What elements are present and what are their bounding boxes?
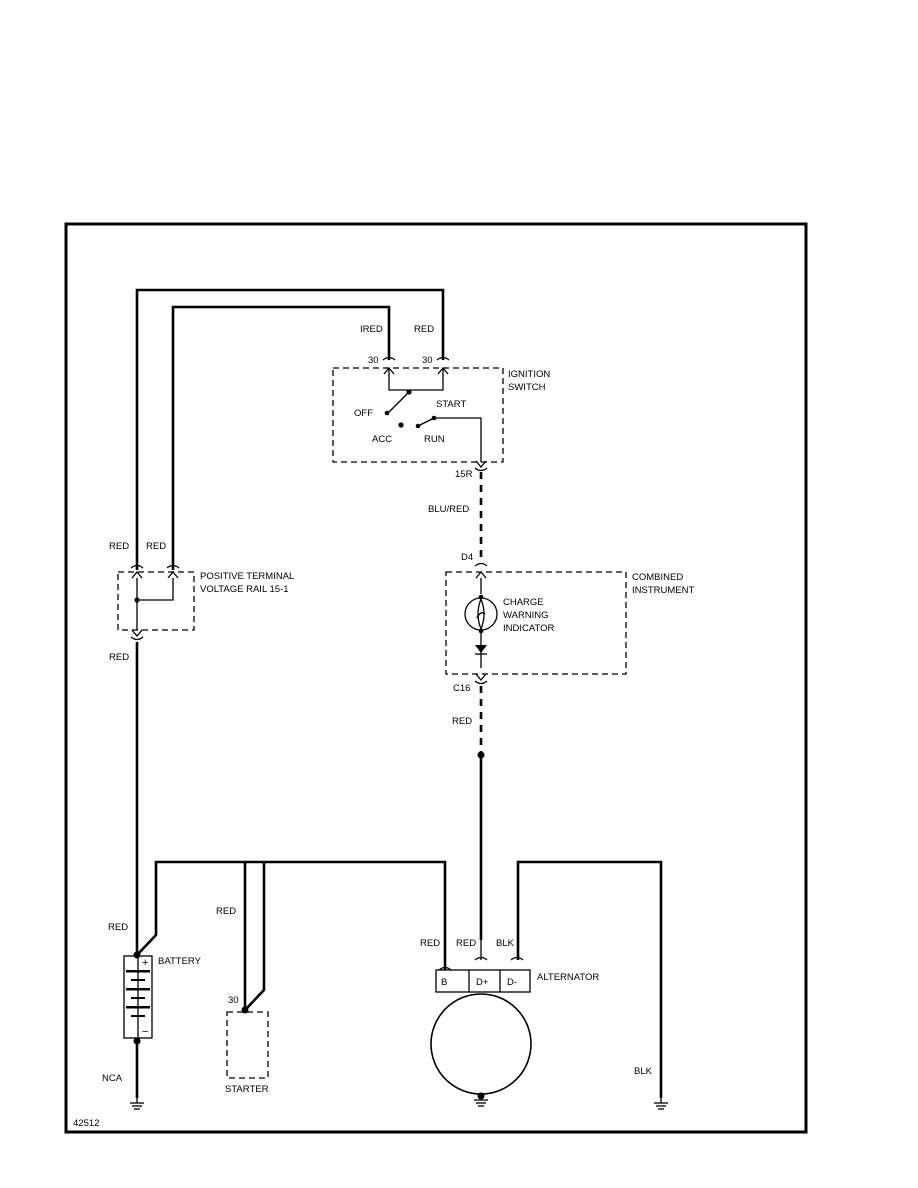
alt-pin-dminus: D- <box>507 977 517 988</box>
battery-name: BATTERY <box>158 956 202 967</box>
starter-box <box>226 1011 269 1079</box>
voltage-rail: RED RED POSITIVE TERMINAL VOLTAGE RAIL 1… <box>109 541 294 641</box>
starter-name: STARTER <box>225 1084 269 1095</box>
ground-symbol-battery <box>130 1098 144 1110</box>
charge-indicator-label-3: INDICATOR <box>503 623 555 634</box>
feed-wires-top <box>135 288 445 570</box>
wire-label-rail-in-b: RED <box>146 541 166 552</box>
wire-label-battery-pos: RED <box>108 922 128 933</box>
ign-pos-acc: ACC <box>372 434 392 445</box>
battery-plus: + <box>142 957 148 969</box>
wire-label-starter-feed: RED <box>216 906 236 917</box>
wire-label-rail-out: RED <box>109 652 129 663</box>
wire-label-ign-in-a: IRED <box>360 324 383 335</box>
alternator-body <box>430 993 532 1095</box>
wire-label-ign-in-b: RED <box>414 324 434 335</box>
battery-minus: − <box>142 1026 148 1038</box>
ignition-switch-box <box>332 367 504 463</box>
alt-pin-b: B <box>441 977 447 988</box>
charge-warning-lamp <box>464 597 498 631</box>
diagram-frame <box>64 222 808 1134</box>
ign-switch-name-2: SWITCH <box>508 382 546 393</box>
alternator: B D+ D- ALTERNATOR <box>430 860 663 1100</box>
charge-indicator-label-2: WARNING <box>503 610 549 621</box>
alternator-name: ALTERNATOR <box>537 972 599 983</box>
alt-pin-dplus: D+ <box>476 977 489 988</box>
battery: + − BATTERY <box>123 860 447 1098</box>
combined-instrument-name-1: COMBINED <box>632 572 683 583</box>
ign-pos-run: RUN <box>424 434 445 445</box>
inst-pin-d4: D4 <box>461 552 473 563</box>
alternator-terminal-block <box>435 969 531 993</box>
starter-pin-30: 30 <box>228 995 239 1006</box>
ign-switch-name-1: IGNITION <box>508 369 550 380</box>
voltage-rail-box <box>117 571 195 631</box>
ground-symbol-alternator <box>474 1099 488 1107</box>
ign-pos-off: OFF <box>354 408 373 419</box>
wire-label-alt-dminus: BLK <box>496 938 515 949</box>
voltage-rail-name-1: POSITIVE TERMINAL <box>200 571 294 582</box>
wire-label-inst-to-alt: RED <box>452 716 472 727</box>
ign-pin-30-a: 30 <box>368 355 379 366</box>
ignition-switch: 30 30 OFF ACC START RUN IGNITION SWITCH … <box>332 355 550 480</box>
voltage-rail-name-2: VOLTAGE RAIL 15-1 <box>200 584 289 595</box>
charge-indicator-label-1: CHARGE <box>503 597 544 608</box>
starter: 30 STARTER <box>225 862 269 1095</box>
diagram-id: 42512 <box>73 1118 99 1129</box>
ground-symbol-blk <box>654 1098 668 1110</box>
wire-label-battery-ground: NCA <box>102 1073 123 1084</box>
wire-label-blu-red: BLU/RED <box>428 504 469 515</box>
wire-label-alt-b: RED <box>420 938 440 949</box>
ign-pin-30-b: 30 <box>422 355 433 366</box>
inst-pin-c16: C16 <box>453 683 470 694</box>
combined-instrument: D4 C16 CHARGE WARNING INDICATOR COMBINED… <box>445 552 694 694</box>
wire-label-rail-in-a: RED <box>109 541 129 552</box>
ign-pin-15r: 15R <box>455 469 473 480</box>
charge-diode <box>475 645 487 653</box>
combined-instrument-name-2: INSTRUMENT <box>632 585 694 596</box>
wire-label-alt-dplus: RED <box>456 938 476 949</box>
wire-label-alt-ground: BLK <box>634 1066 653 1077</box>
ign-pos-start: START <box>436 399 466 410</box>
combined-instrument-box <box>445 571 627 675</box>
